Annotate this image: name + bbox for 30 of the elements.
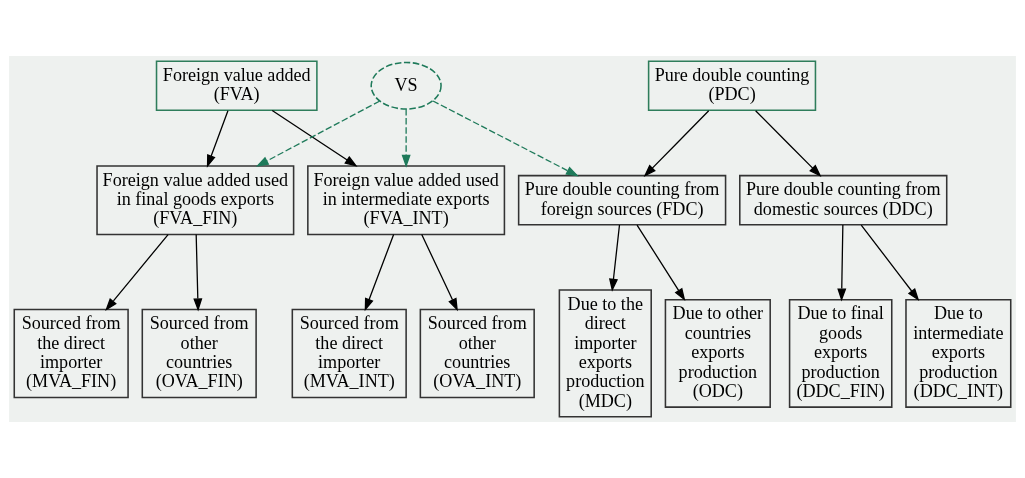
arrow xyxy=(271,109,358,167)
arrow xyxy=(206,110,229,168)
arrow xyxy=(643,110,710,177)
node-box: Due to final goods exports production (DDC_FIN) xyxy=(788,299,893,408)
node-box: Sourced from the direct importer (MVA_INT) xyxy=(291,308,407,399)
node-box: Due to other countries exports production (ODC) xyxy=(664,299,771,408)
node-box: Pure double counting from foreign sources (FDC) xyxy=(517,174,727,226)
node-box: Foreign value added used in final goods exports (FVA_FIN) xyxy=(96,165,295,236)
node-box: Foreign value added used in intermediate exports (FVA_INT) xyxy=(307,165,506,236)
node-box: Due to intermediate exports production (DDC_INT) xyxy=(905,299,1012,408)
node-box: Sourced from other countries (OVA_INT) xyxy=(419,308,535,399)
arrow xyxy=(105,233,169,311)
arrow xyxy=(860,224,920,301)
node-box: Pure double counting from domestic sources (DDC) xyxy=(739,174,948,226)
arrow xyxy=(837,224,847,302)
node-box: Pure double counting (PDC) xyxy=(647,60,817,112)
arrow xyxy=(401,108,411,168)
node-ellipse: VS xyxy=(370,61,442,110)
arrow xyxy=(364,233,395,312)
node-box: Due to the direct importer exports production (MDC) xyxy=(558,289,652,418)
node-box: Foreign value added (FVA) xyxy=(155,60,318,112)
arrow xyxy=(608,224,621,292)
arrow xyxy=(193,233,203,312)
arrow xyxy=(255,100,381,167)
arrow xyxy=(636,224,686,302)
node-box: Sourced from other countries (OVA_FIN) xyxy=(141,308,257,399)
node-box: Sourced from the direct importer (MVA_FIN) xyxy=(13,308,129,399)
arrow xyxy=(432,100,579,177)
arrow xyxy=(421,233,458,312)
arrow xyxy=(754,110,822,177)
